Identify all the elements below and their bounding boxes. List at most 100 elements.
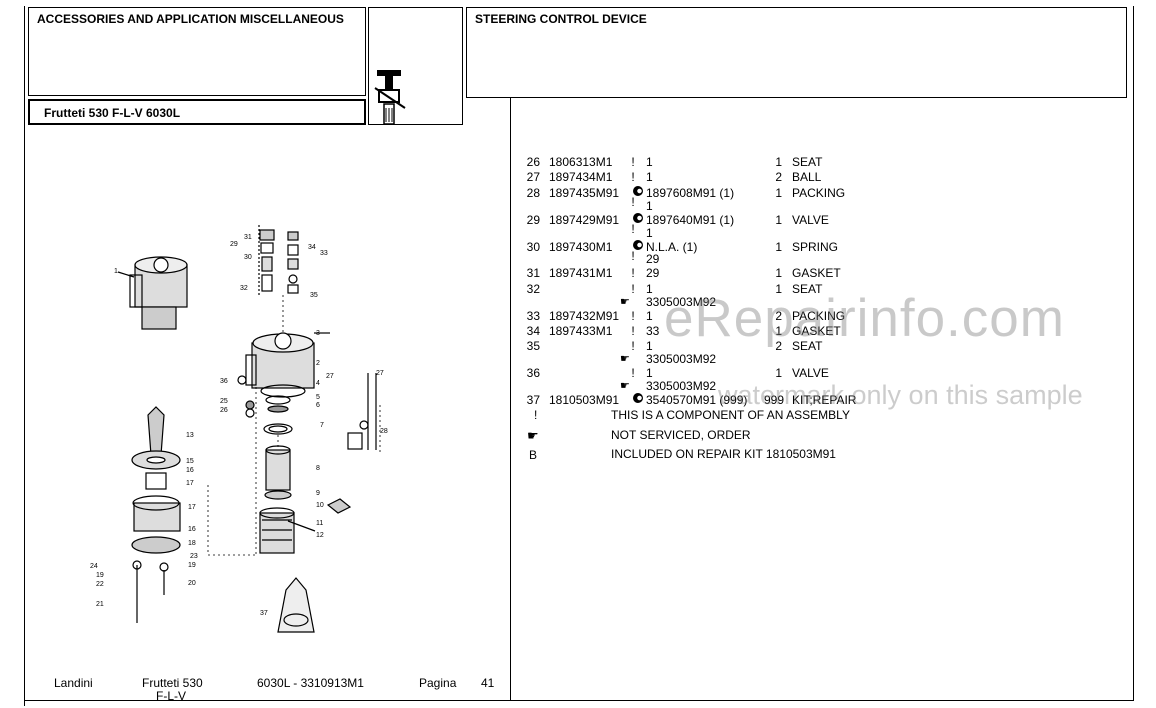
svg-text:34: 34 [308,244,316,251]
svg-text:36: 36 [220,378,228,385]
quantity: 1 [775,366,782,380]
quantity: 1 [775,155,782,169]
svg-text:9: 9 [316,490,320,497]
svg-text:20: 20 [188,580,196,587]
valve-stack-29-35 [258,225,299,295]
svg-text:12: 12 [316,532,324,539]
footer-model-line1: Frutteti 530 [142,676,203,690]
svg-text:27: 27 [376,370,384,377]
sub-line-32: 3305003M92 [646,295,717,309]
description: PACKING [792,309,846,323]
svg-text:28: 28 [380,428,388,435]
sub-exclaim: ! [631,222,635,236]
svg-text:15: 15 [186,458,194,465]
sub-line-30: 29 [646,252,660,266]
sub-line-29: 1 [646,226,653,240]
item-number: 33 [526,309,540,323]
quantity: 1 [775,240,782,254]
svg-text:2: 2 [316,360,320,367]
model-box: Frutteti 530 F-L-V 6030L [28,99,366,125]
mark-symbol: ! [631,155,635,169]
svg-text:16: 16 [186,467,194,474]
part-number: 1897431M1 [549,266,613,280]
svg-text:17: 17 [188,504,196,511]
order-arrow-icon: ☛ [620,296,630,308]
left-title-box: ACCESSORIES AND APPLICATION MISCELLANEOU… [28,7,366,96]
item-number: 31 [526,266,540,280]
mark-symbol: ! [631,366,635,380]
footer-page-label: Pagina [419,676,457,690]
exploded-diagram: 1 3 2 4 5 6 7 8 9 10 11 12 13 15 16 17 1… [90,225,388,633]
quantity: 1 [775,213,782,227]
part-number: 1897432M91 [549,309,620,323]
svg-text:37: 37 [260,610,268,617]
reference: 1897640M91 (1) [646,213,735,227]
description: SEAT [792,282,823,296]
mark-symbol: ! [631,266,635,280]
description: BALL [792,170,822,184]
description: SEAT [792,339,823,353]
svg-text:19: 19 [96,572,104,579]
legend-symbol-b: B [529,448,538,462]
svg-text:22: 22 [96,581,104,588]
mark-symbol: ! [631,309,635,323]
reference: 1 [646,282,653,296]
legend-text-repair-kit: INCLUDED ON REPAIR KIT 1810503M91 [611,447,836,461]
description: PACKING [792,186,846,200]
description: VALVE [792,213,829,227]
order-arrow-icon: ☛ [620,380,630,392]
item-number: 32 [526,282,540,296]
description: GASKET [792,324,841,338]
item-number: 29 [526,213,540,227]
svg-text:29: 29 [230,241,238,248]
order-arrow-icon: ☛ [620,353,630,365]
legend-text-component: THIS IS A COMPONENT OF AN ASSEMBLY [611,408,850,422]
item-number: 30 [526,240,540,254]
part-number: 1806313M1 [549,155,613,169]
reference: N.L.A. (1) [646,240,698,254]
footer-brand: Landini [54,676,93,690]
part-number: 1897433M1 [549,324,613,338]
footer-code: 6030L - 3310913M1 [257,676,364,690]
item-number: 36 [526,366,540,380]
part-number: 1897435M91 [549,186,620,200]
steering-unit-1 [117,256,188,330]
svg-text:1: 1 [114,268,118,275]
part-number: 1897429M91 [549,213,620,227]
svg-text:13: 13 [186,432,194,439]
reference: 29 [646,266,660,280]
description: VALVE [792,366,829,380]
model-title: Frutteti 530 F-L-V 6030L [44,106,181,120]
legend-text-not-serviced: NOT SERVICED, ORDER [611,428,751,442]
page-frame-bottom [24,700,1134,701]
reference: 1 [646,309,653,323]
description: GASKET [792,266,841,280]
steering-unit-icon [374,70,406,125]
sub-exclaim: ! [631,195,635,209]
part-number: 1897434M1 [549,170,613,184]
svg-text:35: 35 [310,292,318,299]
svg-text:4: 4 [316,380,320,387]
item-number: 27 [526,170,540,184]
svg-text:23: 23 [190,553,198,560]
reference: 33 [646,324,660,338]
mark-symbol: ! [631,339,635,353]
quantity: 2 [775,170,782,184]
svg-text:18: 18 [188,540,196,547]
main-housing [245,332,330,398]
svg-text:17: 17 [186,480,194,487]
svg-text:21: 21 [96,601,104,608]
svg-text:5: 5 [316,394,320,401]
quantity: 1 [775,324,782,338]
watermark-main: eRepairinfo.com [664,289,1065,348]
description: SPRING [792,240,839,254]
svg-text:3: 3 [316,330,320,337]
reference: 3540570M91 (999) [646,393,748,407]
footer-model-line2: F-L-V [156,689,186,703]
item-number: 28 [526,186,540,200]
svg-text:27: 27 [326,373,334,380]
footer-page-number: 41 [481,676,495,690]
page-frame-left [24,6,25,706]
reference: 1 [646,170,653,184]
svg-text:16: 16 [188,526,196,533]
